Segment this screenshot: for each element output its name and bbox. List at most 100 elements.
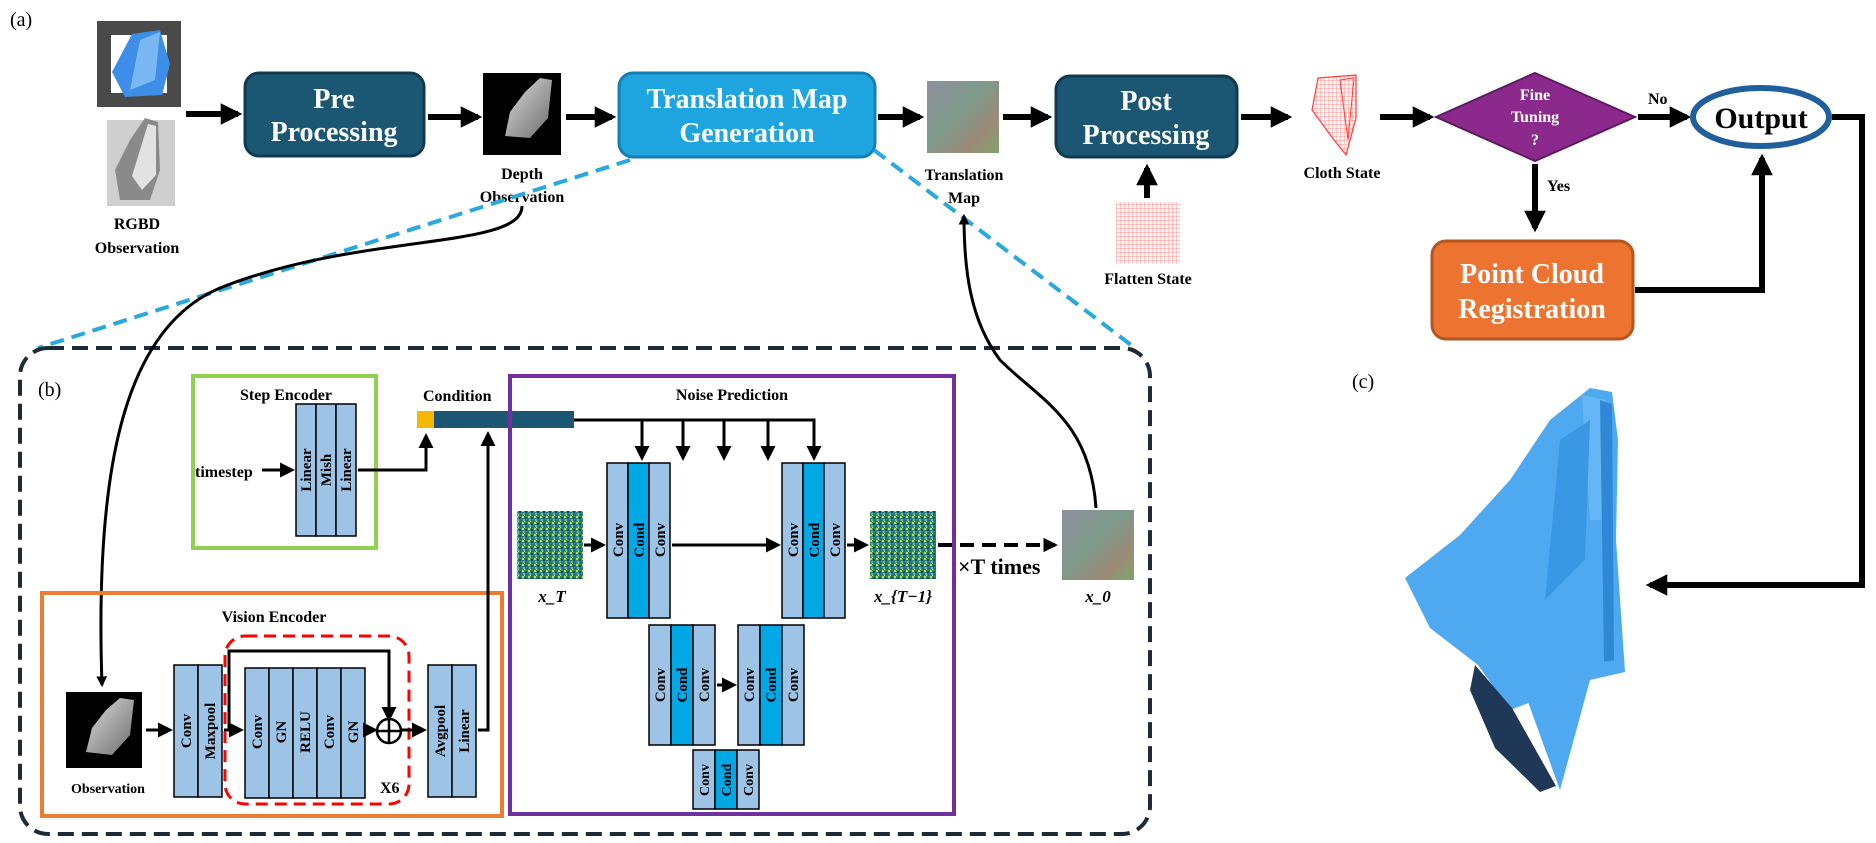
fine-tuning-decision: Fine Tuning ? [1433,71,1638,163]
vision-encoder-to-condition-arrow [478,431,496,732]
xT-label: x_T [537,587,566,606]
unet-b-cond: Cond [720,763,735,796]
unet-d2-cond: Cond [675,667,691,703]
translation-map-image [927,81,999,153]
pre-processing-line1: Pre [313,84,354,115]
rgbd-label-line1: RGBD [114,216,160,233]
depth-label-line1: Depth [501,166,543,183]
unet-u2-cond: Cond [764,667,780,703]
arrow-output-to-result [1645,114,1865,596]
x0-translation-map [1062,510,1134,580]
add-operation-icon [375,717,403,745]
pre-processing-line2: Processing [270,117,397,148]
cloth-state-image [1311,74,1357,157]
fine-tuning-line1: Fine [1520,87,1550,104]
unet-block-up-2: Conv Cond Conv [737,624,805,746]
condition-broadcast [574,418,822,461]
repeat-x6-label: X6 [380,780,400,797]
observation-label: Observation [71,782,145,797]
vision-avgpool: Avgpool [433,705,449,757]
unet-d1-conv-a: Conv [611,522,627,557]
res-relu: RELU [298,711,314,753]
flatten-state-image [1116,202,1180,264]
vision-block-1: Conv Maxpool [173,664,223,798]
tmg-line1: Translation Map [647,84,848,115]
res-conv-2: Conv [322,714,338,749]
point-cloud-registration-box: Point Cloud Registration [1430,239,1635,341]
vision-linear: Linear [457,709,473,753]
arrow-x0-to-translation-map [958,213,1098,509]
vision-observation-image [66,692,142,768]
zoom-line-left [37,158,631,350]
output-node: Output [1690,85,1832,149]
arrow-depth-to-vision-encoder [96,205,524,688]
unet-d1-cond: Cond [632,522,648,558]
condition-label: Condition [423,388,492,405]
unet-u1-conv-b: Conv [828,522,844,557]
panel-label-c: (c) [1352,371,1374,393]
post-processing-line2: Processing [1082,120,1209,151]
x0-label: x_0 [1084,587,1111,606]
zoom-line-right [872,148,1137,350]
condition-vision-part [434,411,574,428]
vision-encoder-frame [40,591,504,818]
panel-label-a: (a) [10,9,32,31]
rgbd-depth-image [107,118,175,206]
no-label: No [1648,91,1668,108]
residual-block-layers: Conv GN RELU Conv GN [244,667,366,799]
panel-label-b: (b) [38,379,61,401]
rgb-image [97,21,181,107]
res-gn-1: GN [274,721,290,744]
yes-label: Yes [1547,178,1570,195]
post-processing-box: Post Processing [1054,74,1239,159]
cloth-state-label: Cloth State [1304,165,1381,182]
step-encoder-title: Step Encoder [240,387,332,404]
res-conv-1: Conv [250,714,266,749]
unet-u1-conv-a: Conv [786,522,802,557]
unet-u2-conv-b: Conv [786,667,802,702]
arrow-registration-to-output [1635,153,1773,293]
output-label: Output [1714,102,1807,135]
vision-block-2: Avgpool Linear [427,664,477,798]
repeat-label: ×T times [958,554,1041,579]
vision-encoder-title: Vision Encoder [222,609,327,626]
fine-tuning-line3: ? [1531,132,1539,149]
unet-d2-conv-b: Conv [697,667,713,702]
tmg-line2: Generation [679,118,815,149]
residual-skip-arrow [227,649,397,730]
step-encoder: Step Encoder timestep Linear Mish Linear [191,374,434,550]
unet-u2-conv-a: Conv [742,667,758,702]
depth-observation-image [483,73,561,155]
post-processing-line1: Post [1120,86,1172,117]
unet-block-down-2: Conv Cond Conv [648,624,716,746]
fine-tuning-line2: Tuning [1511,109,1559,126]
panel-b-frame [18,346,1152,836]
noise-prediction-frame [508,374,956,816]
step-encoder-to-condition-arrow [358,433,434,472]
translation-map-label-line2: Map [948,190,980,207]
unet-u1-cond: Cond [807,522,823,558]
unet-b-conv-a: Conv [698,764,713,796]
pcr-line1: Point Cloud [1460,259,1604,290]
unet-block-up-1: Conv Cond Conv [781,462,846,619]
res-gn-2: GN [346,721,362,744]
vision-conv1: Conv [179,713,195,748]
timestep-label: timestep [195,464,253,481]
rgbd-label-line2: Observation [95,240,180,257]
unet-bottleneck: Conv Cond Conv [692,749,760,810]
pre-processing-box: Pre Processing [243,71,426,158]
noise-prediction-title: Noise Prediction [676,387,788,404]
unet-b-conv-b: Conv [742,764,757,796]
cloth-mesh-result [1405,388,1625,792]
xT1-label: x_{T−1} [873,587,932,606]
translation-map-label-line1: Translation [925,167,1004,184]
step-layer-1: Linear [299,448,315,492]
step-layer-3: Linear [339,448,355,492]
unet-block-down-1: Conv Cond Conv [606,462,671,619]
step-layer-2: Mish [319,453,335,486]
pcr-line2: Registration [1458,294,1606,325]
flatten-state-label: Flatten State [1104,271,1192,288]
vision-maxpool: Maxpool [203,703,219,760]
noise-xT-image [517,511,583,579]
